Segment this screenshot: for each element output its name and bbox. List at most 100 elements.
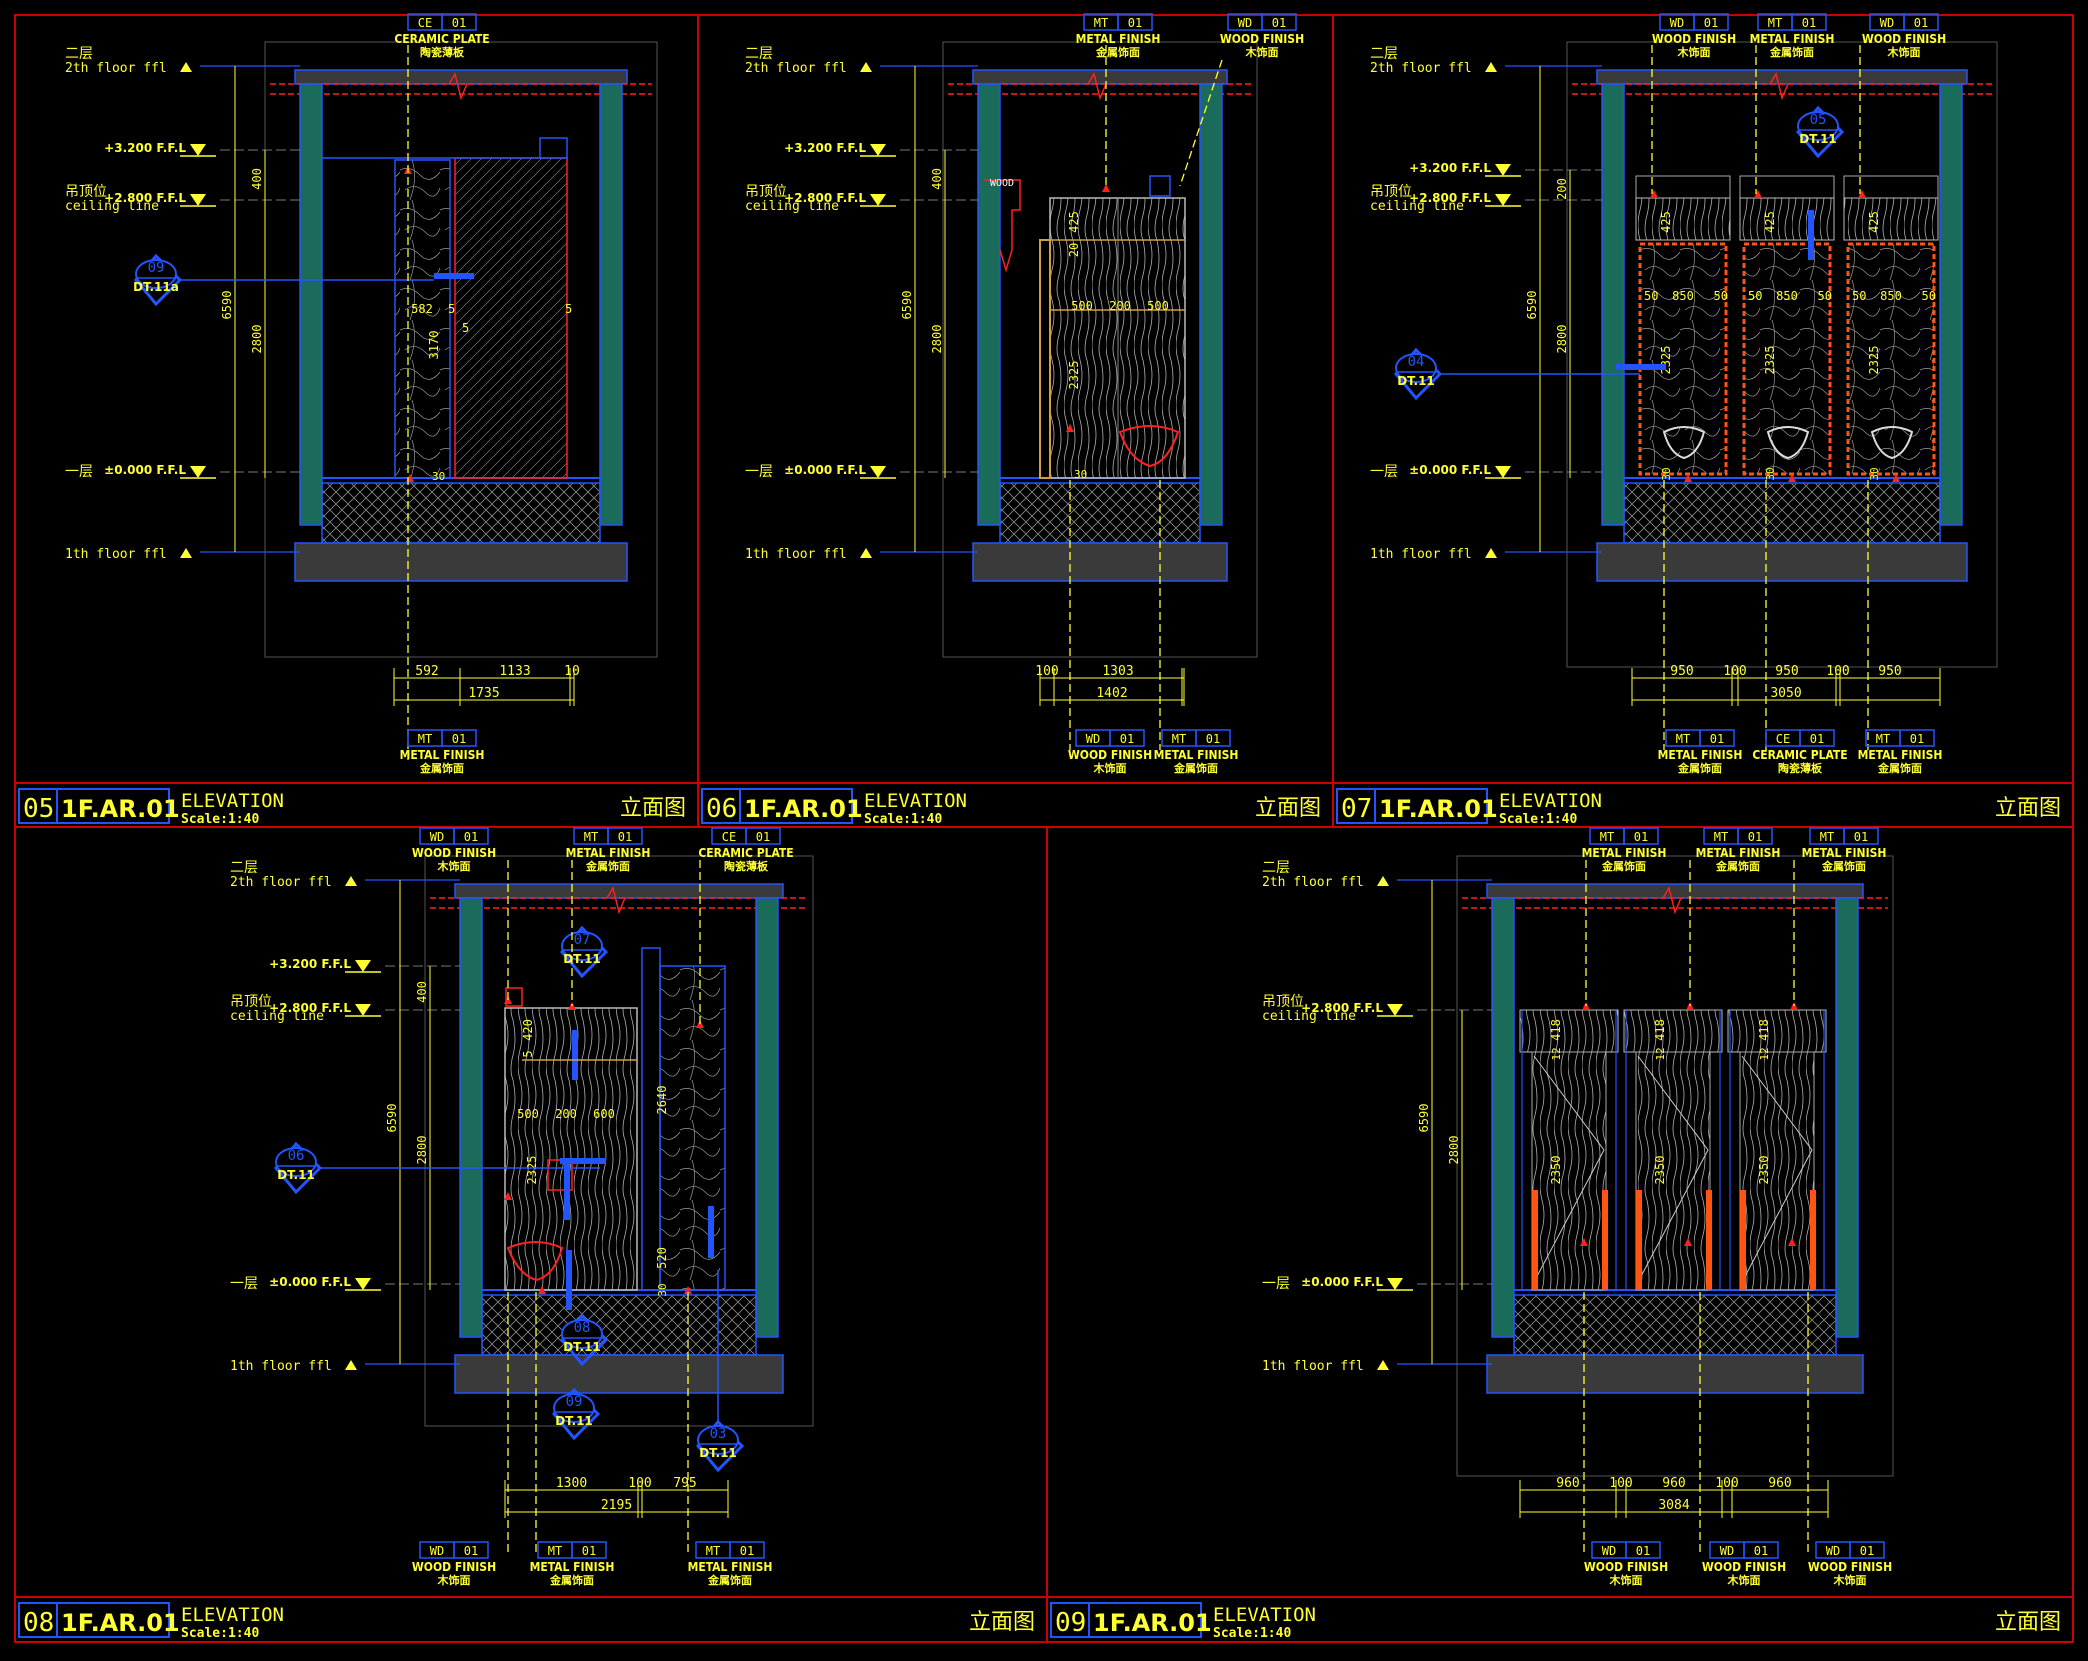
title-number: 09 bbox=[1055, 1608, 1086, 1638]
level-2f-cn: 二层 bbox=[1370, 46, 1398, 62]
outline-box bbox=[1456, 855, 1894, 1477]
door-transom bbox=[1727, 1009, 1827, 1053]
title-scale: Scale:1:40 bbox=[864, 812, 942, 827]
stall-panel bbox=[1846, 242, 1936, 476]
material-tag-num: 01 bbox=[1914, 16, 1928, 30]
toilet-fixture bbox=[1118, 425, 1180, 468]
lower-slab bbox=[454, 1354, 784, 1394]
material-tag-num: 01 bbox=[1810, 732, 1824, 746]
material-tag-en: CERAMIC PLATE bbox=[394, 32, 489, 46]
stall-panel bbox=[1638, 242, 1728, 476]
level-label: +3.200 F.F.L bbox=[1409, 161, 1491, 175]
head-detail bbox=[505, 987, 523, 1007]
material-tag-num: 01 bbox=[1748, 830, 1762, 844]
callout-ref: DT.11 bbox=[277, 1168, 315, 1182]
finish-marker bbox=[1102, 184, 1110, 192]
material-tag-code: WD bbox=[1086, 732, 1100, 746]
material-tag-en: METAL FINISH bbox=[1802, 846, 1887, 860]
material-tag-num: 01 bbox=[1128, 16, 1142, 30]
finish-marker bbox=[1066, 424, 1074, 432]
level-label: +2.800 F.F.L bbox=[784, 191, 866, 205]
dim-inner-height: 2640 bbox=[655, 1086, 669, 1115]
level-2f-cn: 二层 bbox=[1262, 860, 1290, 876]
material-tag-en: METAL FINISH bbox=[1076, 32, 1161, 46]
level-2f-marker bbox=[1377, 876, 1389, 886]
ceiling-en: ceiling line bbox=[1370, 199, 1464, 214]
material-tag-cn: 金属饰面 bbox=[1769, 45, 1814, 59]
door-edge-trim bbox=[1706, 1190, 1712, 1290]
material-tag-num: 01 bbox=[1854, 830, 1868, 844]
level-triangle bbox=[190, 144, 206, 156]
dim-inner: 30 bbox=[1660, 467, 1673, 480]
level-triangle bbox=[190, 194, 206, 206]
level-2f-en: 2th floor ffl bbox=[65, 61, 167, 76]
level-1f-cn: 一层 bbox=[65, 464, 93, 480]
title-cn: 立面图 bbox=[1995, 1610, 2061, 1635]
red-marker bbox=[1580, 1238, 1588, 1246]
left-wall bbox=[299, 83, 323, 526]
material-tag-en: CERAMIC PLATE bbox=[1752, 748, 1847, 762]
dim-bottom-value: 10 bbox=[564, 664, 580, 679]
callout-ref: DT.11 bbox=[1799, 132, 1837, 146]
callout-id: 07 bbox=[574, 932, 591, 948]
material-tag-code: MT bbox=[584, 830, 598, 844]
material-tag-en: METAL FINISH bbox=[566, 846, 651, 860]
title-code: 1F.AR.01 bbox=[61, 1609, 180, 1637]
dim-inner-height: 2350 bbox=[1549, 1156, 1563, 1185]
level-triangle bbox=[355, 1004, 371, 1016]
material-tag-num: 01 bbox=[1802, 16, 1816, 30]
title-code-box bbox=[56, 1602, 170, 1638]
dim-inner: 30 bbox=[1868, 467, 1881, 480]
title-scale: Scale:1:40 bbox=[181, 1626, 259, 1641]
title-cn: 立面图 bbox=[1255, 796, 1321, 821]
dim-inner-height: 2325 bbox=[1067, 361, 1081, 390]
red-marker bbox=[684, 1286, 692, 1294]
left-wall bbox=[977, 83, 1001, 526]
level-triangle bbox=[870, 144, 886, 156]
level-2f-marker bbox=[860, 62, 872, 72]
dim-small: 30 bbox=[432, 470, 445, 483]
head-detail bbox=[1149, 175, 1171, 197]
ceiling-en: ceiling line bbox=[745, 199, 839, 214]
floor-structure bbox=[481, 1294, 757, 1356]
level-triangle bbox=[1495, 466, 1511, 478]
level-1f-cn: 一层 bbox=[1370, 464, 1398, 480]
red-marker bbox=[1892, 474, 1900, 482]
material-tag-cn: 陶瓷薄板 bbox=[420, 45, 465, 59]
dim-inner: 20 bbox=[1067, 243, 1081, 257]
title-code: 1F.AR.01 bbox=[61, 795, 180, 823]
material-tag-num: 01 bbox=[740, 1544, 754, 1558]
level-label: ±0.000 F.F.L bbox=[784, 463, 866, 477]
callout-circle bbox=[1395, 353, 1437, 383]
dim-inner-height: 3170 bbox=[427, 331, 441, 360]
callout-ref: DT.11 bbox=[699, 1446, 737, 1460]
material-tag-code: WD bbox=[1602, 1544, 1616, 1558]
material-tag-code: WD bbox=[1238, 16, 1252, 30]
bottom-row-frame bbox=[14, 826, 2074, 1643]
dim-inner: 850 bbox=[1880, 289, 1902, 303]
dim-small: 30 bbox=[1074, 468, 1087, 481]
dim-inner-height: 2350 bbox=[1757, 1156, 1771, 1185]
ceiling-cn: 吊顶位 bbox=[1262, 994, 1304, 1010]
dim-inner: 418 bbox=[1757, 1019, 1771, 1041]
toilet-fixture bbox=[1870, 426, 1914, 460]
level-2f-marker bbox=[1485, 62, 1497, 72]
ffl-mark: +3.200 F.F.L bbox=[104, 141, 216, 157]
outline-box bbox=[424, 855, 814, 1427]
dim-inner: 12 bbox=[1654, 1047, 1667, 1060]
level-1f-marker bbox=[1377, 1360, 1389, 1370]
dim-clear-height: 2800 bbox=[1555, 325, 1569, 354]
red-marker bbox=[1684, 1238, 1692, 1246]
dim-inner: 50 bbox=[1852, 289, 1866, 303]
red-marker bbox=[1788, 1238, 1796, 1246]
floor-structure bbox=[321, 482, 601, 544]
